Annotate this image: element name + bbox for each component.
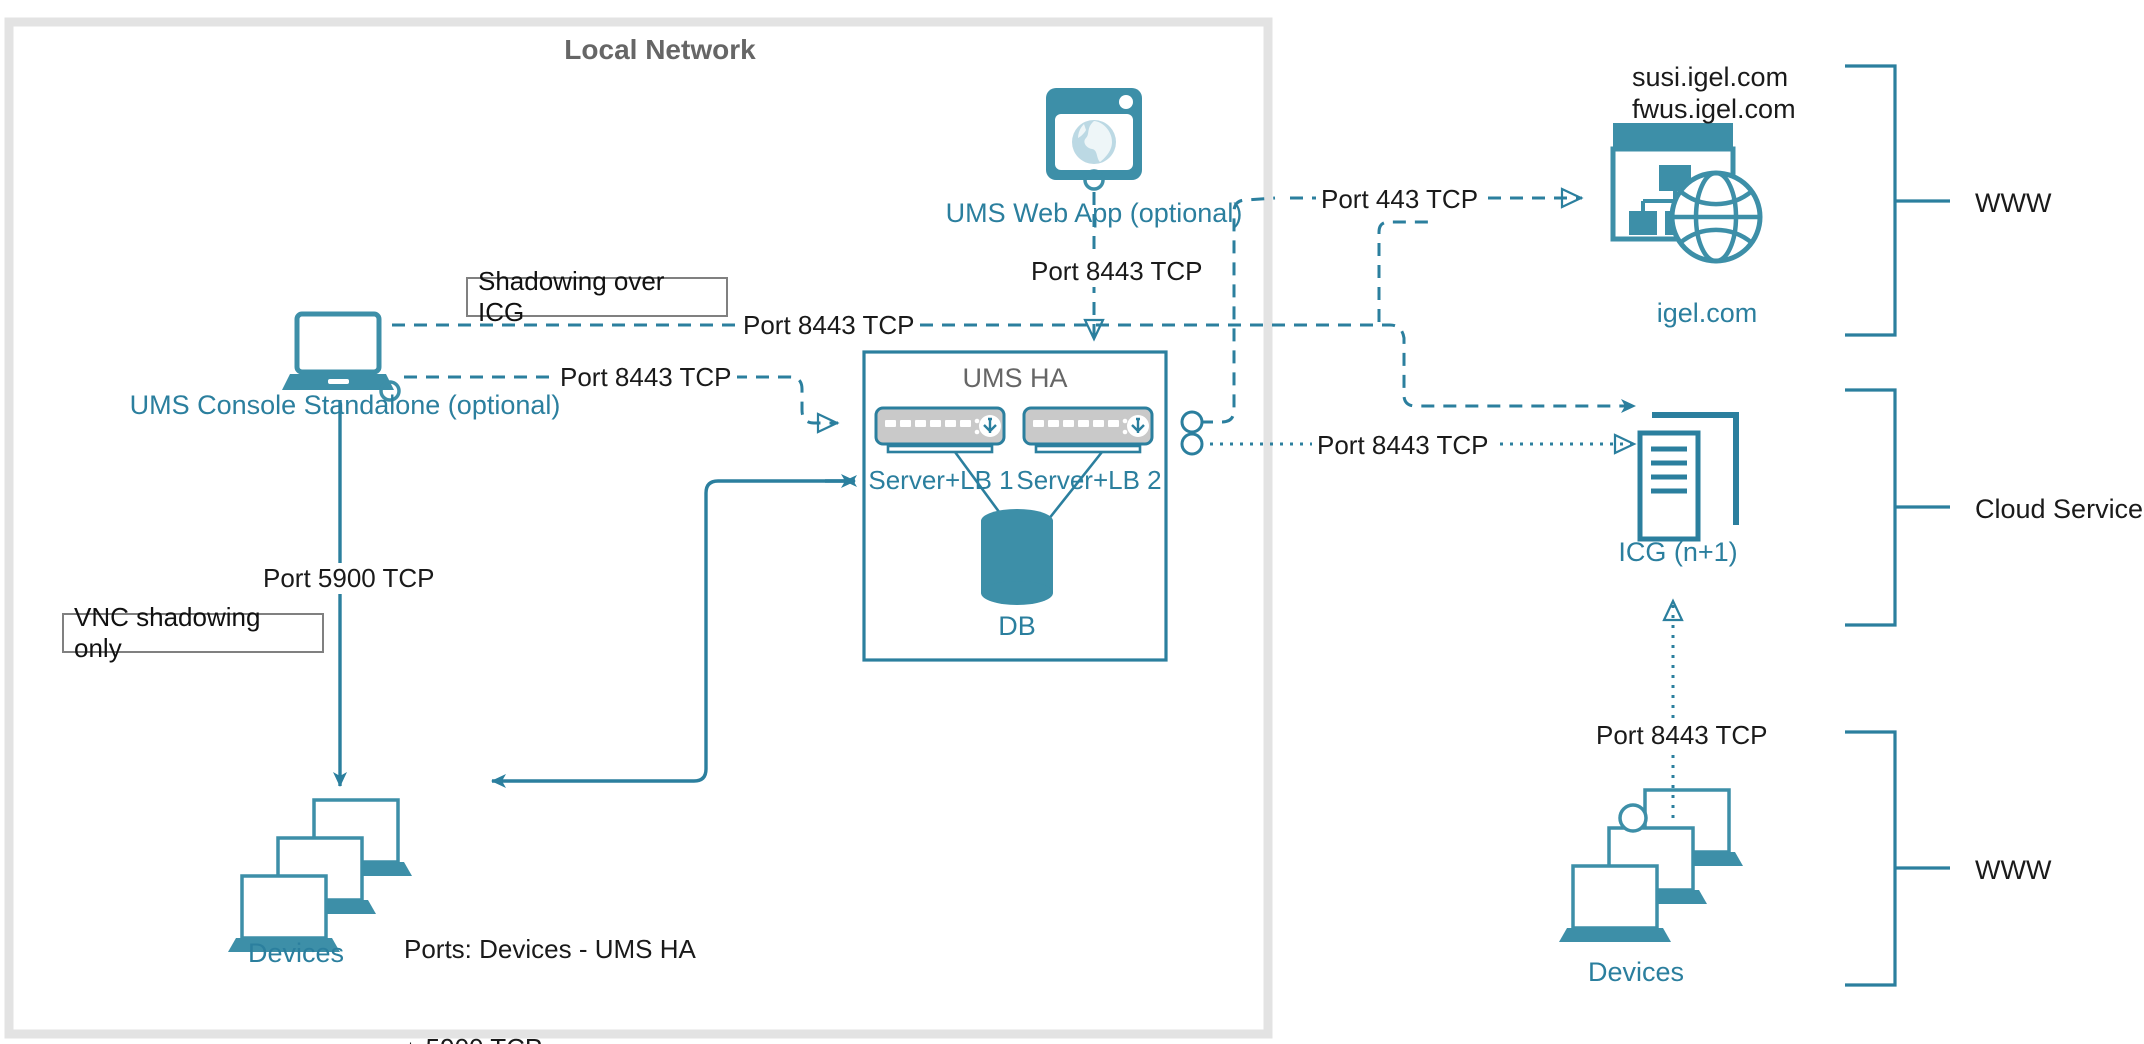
bracket-cloud-service xyxy=(1845,388,1897,627)
link-ums-ha-to-devices xyxy=(491,475,857,788)
local-network-boundary xyxy=(4,17,1273,1039)
server-tower-icon xyxy=(1637,412,1739,542)
igel-hosts-label: susi.igel.com fwus.igel.com xyxy=(1632,62,1796,124)
website-globe-icon xyxy=(1610,123,1763,264)
server-lb-1-icon xyxy=(874,406,1006,454)
port-label-devices-right-to-icg: Port 8443 TCP xyxy=(1591,720,1773,751)
server-lb-2-icon xyxy=(1022,406,1154,454)
bracket-cloud-service-label: Cloud Service xyxy=(1975,494,2144,524)
server-lb-1-label: Server+LB 1 xyxy=(868,465,1014,495)
bracket-www-bottom-label: WWW xyxy=(1975,855,2052,885)
devices-left-label: Devices xyxy=(247,938,345,968)
ums-web-app-label: UMS Web App (optional) xyxy=(945,198,1243,228)
laptop-icon xyxy=(282,311,401,402)
connector-port-circle xyxy=(1180,410,1204,434)
connector-port-circle xyxy=(1180,432,1204,456)
link-console-to-ums-ha xyxy=(404,375,840,434)
devices-right-label: Devices xyxy=(1587,957,1685,987)
ums-ha-box xyxy=(862,350,1168,662)
link-console-shadowing-icg xyxy=(392,220,1435,327)
ums-console-label: UMS Console Standalone (optional) xyxy=(129,390,561,420)
igel-com-label: igel.com xyxy=(1656,298,1758,328)
note-shadowing-over-icg: Shadowing over ICG xyxy=(466,266,728,327)
port-label-webapp-to-igel: Port 443 TCP xyxy=(1316,184,1484,215)
local-network-title: Local Network xyxy=(564,34,756,65)
laptops-stack-icon xyxy=(228,798,412,952)
port-label-ums-ha-to-icg: Port 8443 TCP xyxy=(1312,430,1494,461)
laptops-stack-icon xyxy=(1559,788,1743,942)
port-label-webapp-to-ums-ha: Port 8443 TCP xyxy=(1026,256,1208,287)
browser-globe-icon xyxy=(1046,88,1142,191)
link-ums-ha-to-igel xyxy=(1200,198,1582,424)
bracket-www-top xyxy=(1845,64,1897,337)
db-label: DB xyxy=(998,611,1036,641)
ports-panel-heading: Ports: Devices - UMS HA xyxy=(404,933,696,964)
icg-label: ICG (n+1) xyxy=(1618,537,1738,567)
server-lb-2-label: Server+LB 2 xyxy=(1016,465,1162,495)
ums-ha-title: UMS HA xyxy=(962,363,1068,393)
note-vnc-shadowing-only: VNC shadowing only xyxy=(62,602,324,663)
bracket-www-bottom xyxy=(1845,730,1897,987)
ports-panel-row: ↓·5900 TCP xyxy=(404,1032,696,1044)
link-shadowing-icg-to-icg xyxy=(392,323,1636,413)
port-label-console-to-devices: Port 5900 TCP xyxy=(258,563,440,594)
bracket-www-top-label: WWW xyxy=(1975,188,2052,218)
port-label-console-shadowing: Port 8443 TCP xyxy=(738,310,920,341)
port-label-console-to-ums-ha: Port 8443 TCP xyxy=(555,362,737,393)
database-icon xyxy=(981,509,1053,605)
